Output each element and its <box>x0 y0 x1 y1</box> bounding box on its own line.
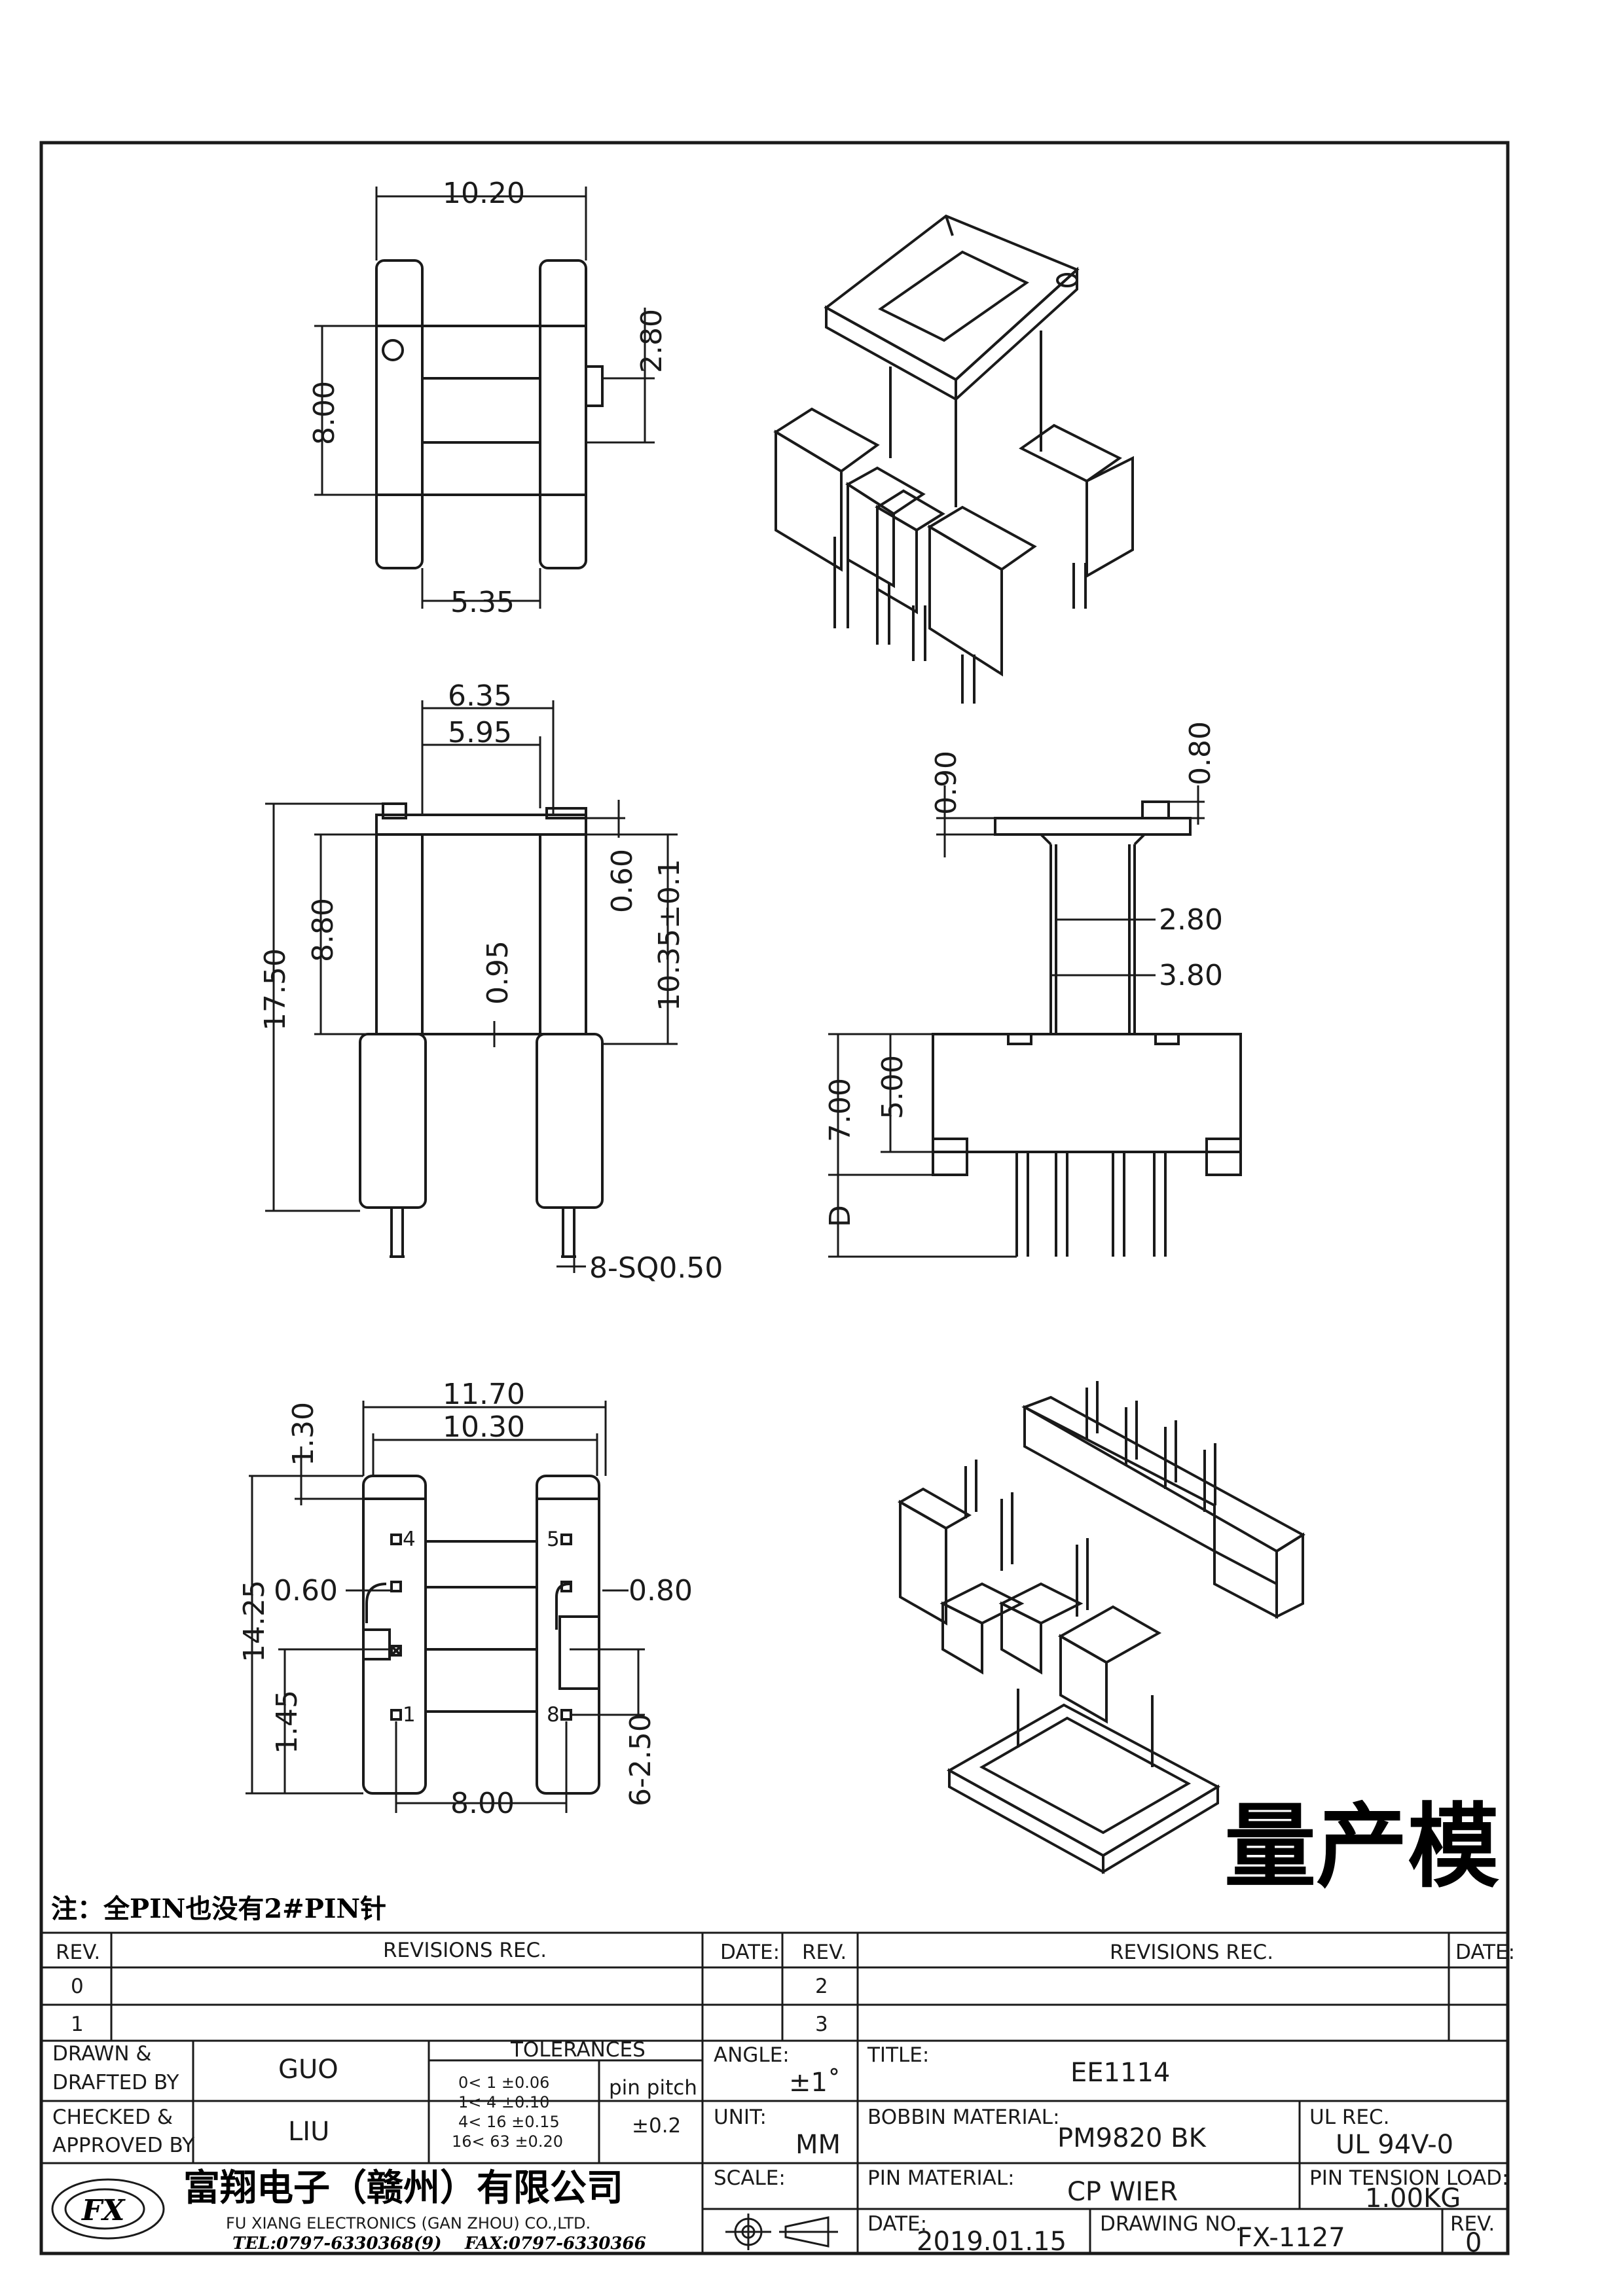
company-logo-text: FX <box>81 2194 126 2227</box>
unit-label: UNIT: <box>714 2106 767 2129</box>
drawing-no-label: DRAWING NO. <box>1100 2212 1242 2236</box>
dim-2-80-side: 2.80 <box>1159 903 1223 937</box>
company-logo <box>51 2178 165 2240</box>
scale-label: SCALE: <box>714 2166 786 2190</box>
dim-8-00-bottom: 8.00 <box>450 1787 515 1820</box>
rev-header-right: REV. <box>802 1941 847 1964</box>
dim-0-95: 0.95 <box>481 941 515 1005</box>
tension-label: PIN TENSION LOAD: <box>1309 2166 1508 2190</box>
company-fax: FAX:0797-6330366 <box>464 2234 646 2253</box>
bobbin-value: PM9820 BK <box>1057 2123 1207 2153</box>
iso-view-top <box>773 214 1134 704</box>
drawn-label: DRAWN & <box>52 2042 152 2066</box>
dim-8-sq0-50: 8-SQ0.50 <box>589 1251 723 1285</box>
dim-2-80: 2.80 <box>635 309 668 373</box>
angle-label: ANGLE: <box>714 2043 790 2067</box>
dim-5-35: 5.35 <box>450 586 515 619</box>
pin-label-4: 4 <box>403 1528 416 1551</box>
ul-label: UL REC. <box>1309 2106 1389 2129</box>
dim-0-60: 0.60 <box>606 849 639 913</box>
dim-14-25: 14.25 <box>238 1580 271 1662</box>
unit-value: MM <box>795 2130 841 2160</box>
dim-5-95: 5.95 <box>448 716 512 749</box>
pin-material-label: PIN MATERIAL: <box>867 2166 1015 2190</box>
dim-1-30: 1.30 <box>287 1402 320 1466</box>
title-value: EE1114 <box>1070 2058 1170 2088</box>
iso-view-bottom <box>897 1381 1305 1874</box>
dim-8-80: 8.80 <box>306 898 340 962</box>
pin-pitch-value: ±0.2 <box>632 2114 681 2138</box>
checked-label-2: APPROVED BY <box>52 2134 194 2157</box>
projection-symbol-icon <box>725 2214 838 2250</box>
revisions-header-right: REVISIONS REC. <box>1110 1941 1273 1964</box>
bottom-view-dims <box>246 1401 645 1813</box>
production-stamp: 量产模 <box>1224 1793 1499 1901</box>
pin-pitch-label: pin pitch <box>609 2076 697 2100</box>
dim-6-35: 6.35 <box>448 679 512 713</box>
dim-6-2-50: 6-2.50 <box>624 1713 657 1806</box>
dim-10-30: 10.30 <box>443 1410 525 1444</box>
pin-material-value: CP WIER <box>1067 2177 1178 2207</box>
drawing-note: 注：全PIN也没有2#PIN针 <box>51 1893 386 1924</box>
pin-label-8: 8 <box>547 1703 560 1727</box>
side-view <box>932 800 1242 1257</box>
dim-10-35: 10.35±0.1 <box>653 859 686 1011</box>
front-view <box>359 802 604 1258</box>
dim-1-45: 1.45 <box>270 1690 304 1754</box>
angle-value: ±1˚ <box>789 2068 841 2098</box>
dim-0-80-bottom: 0.80 <box>629 1574 693 1607</box>
bobbin-label: BOBBIN MATERIAL: <box>867 2106 1060 2129</box>
checked-value: LIU <box>288 2117 329 2147</box>
rev-header: REV. <box>56 1941 100 1964</box>
dim-0-90: 0.90 <box>930 751 963 815</box>
rev-row-3: 3 <box>815 2013 828 2036</box>
tolerance-0: 0< 1 ±0.06 <box>458 2073 549 2092</box>
date-header-right: DATE: <box>1455 1941 1515 1964</box>
checked-label: CHECKED & <box>52 2106 173 2129</box>
date-label: DATE: <box>867 2212 927 2236</box>
pin-label-1: 1 <box>403 1703 416 1727</box>
revisions-header-left: REVISIONS REC. <box>383 1939 547 1962</box>
drawn-value: GUO <box>278 2054 338 2085</box>
rev-row-0: 0 <box>71 1975 84 1998</box>
company-name-cn: 富翔电子（赣州）有限公司 <box>183 2166 623 2210</box>
rev-row-2: 2 <box>815 1975 828 1998</box>
rev-label-bottom: REV. <box>1450 2212 1495 2236</box>
ul-value: UL 94V-0 <box>1336 2130 1453 2160</box>
dim-0-60-bottom: 0.60 <box>274 1574 338 1607</box>
dim-d: D <box>824 1205 857 1227</box>
drawn-label-2: DRAFTED BY <box>52 2071 179 2094</box>
top-view <box>375 259 604 569</box>
top-view-dims <box>314 187 655 609</box>
dim-11-70: 11.70 <box>443 1378 525 1411</box>
tolerance-3: 16< 63 ±0.20 <box>452 2132 563 2151</box>
tension-value: 1.00KG <box>1365 2183 1461 2214</box>
bottom-view <box>362 1475 600 1795</box>
front-view-dims <box>265 700 678 1273</box>
tolerances-label: TOLERANCES <box>510 2038 646 2062</box>
dim-17-50: 17.50 <box>259 948 292 1031</box>
side-view-dims <box>828 785 1205 1258</box>
sheet-border <box>39 141 1510 2255</box>
dim-0-80: 0.80 <box>1184 721 1217 785</box>
title-label: TITLE: <box>867 2043 929 2067</box>
dim-8-00: 8.00 <box>308 381 341 445</box>
date-header-left: DATE: <box>720 1941 780 1964</box>
title-block-grid <box>41 1931 1508 2253</box>
drawing-no-value: FX-1127 <box>1237 2223 1345 2253</box>
company-name-en: FU XIANG ELECTRONICS (GAN ZHOU) CO.,LTD. <box>226 2214 591 2233</box>
rev-value-bottom: 0 <box>1465 2228 1482 2258</box>
pin-label-5: 5 <box>547 1528 560 1551</box>
tolerance-1: 1< 4 ±0.10 <box>458 2093 549 2111</box>
dim-7-00: 7.00 <box>824 1078 857 1142</box>
rev-row-1: 1 <box>71 2013 84 2036</box>
date-value: 2019.01.15 <box>917 2227 1067 2257</box>
dim-5-00: 5.00 <box>876 1055 909 1119</box>
tolerance-2: 4< 16 ±0.15 <box>458 2113 560 2131</box>
company-tel: TEL:0797-6330368(9) <box>232 2234 442 2253</box>
dim-10-20: 10.20 <box>443 177 525 210</box>
dim-3-80: 3.80 <box>1159 959 1223 992</box>
